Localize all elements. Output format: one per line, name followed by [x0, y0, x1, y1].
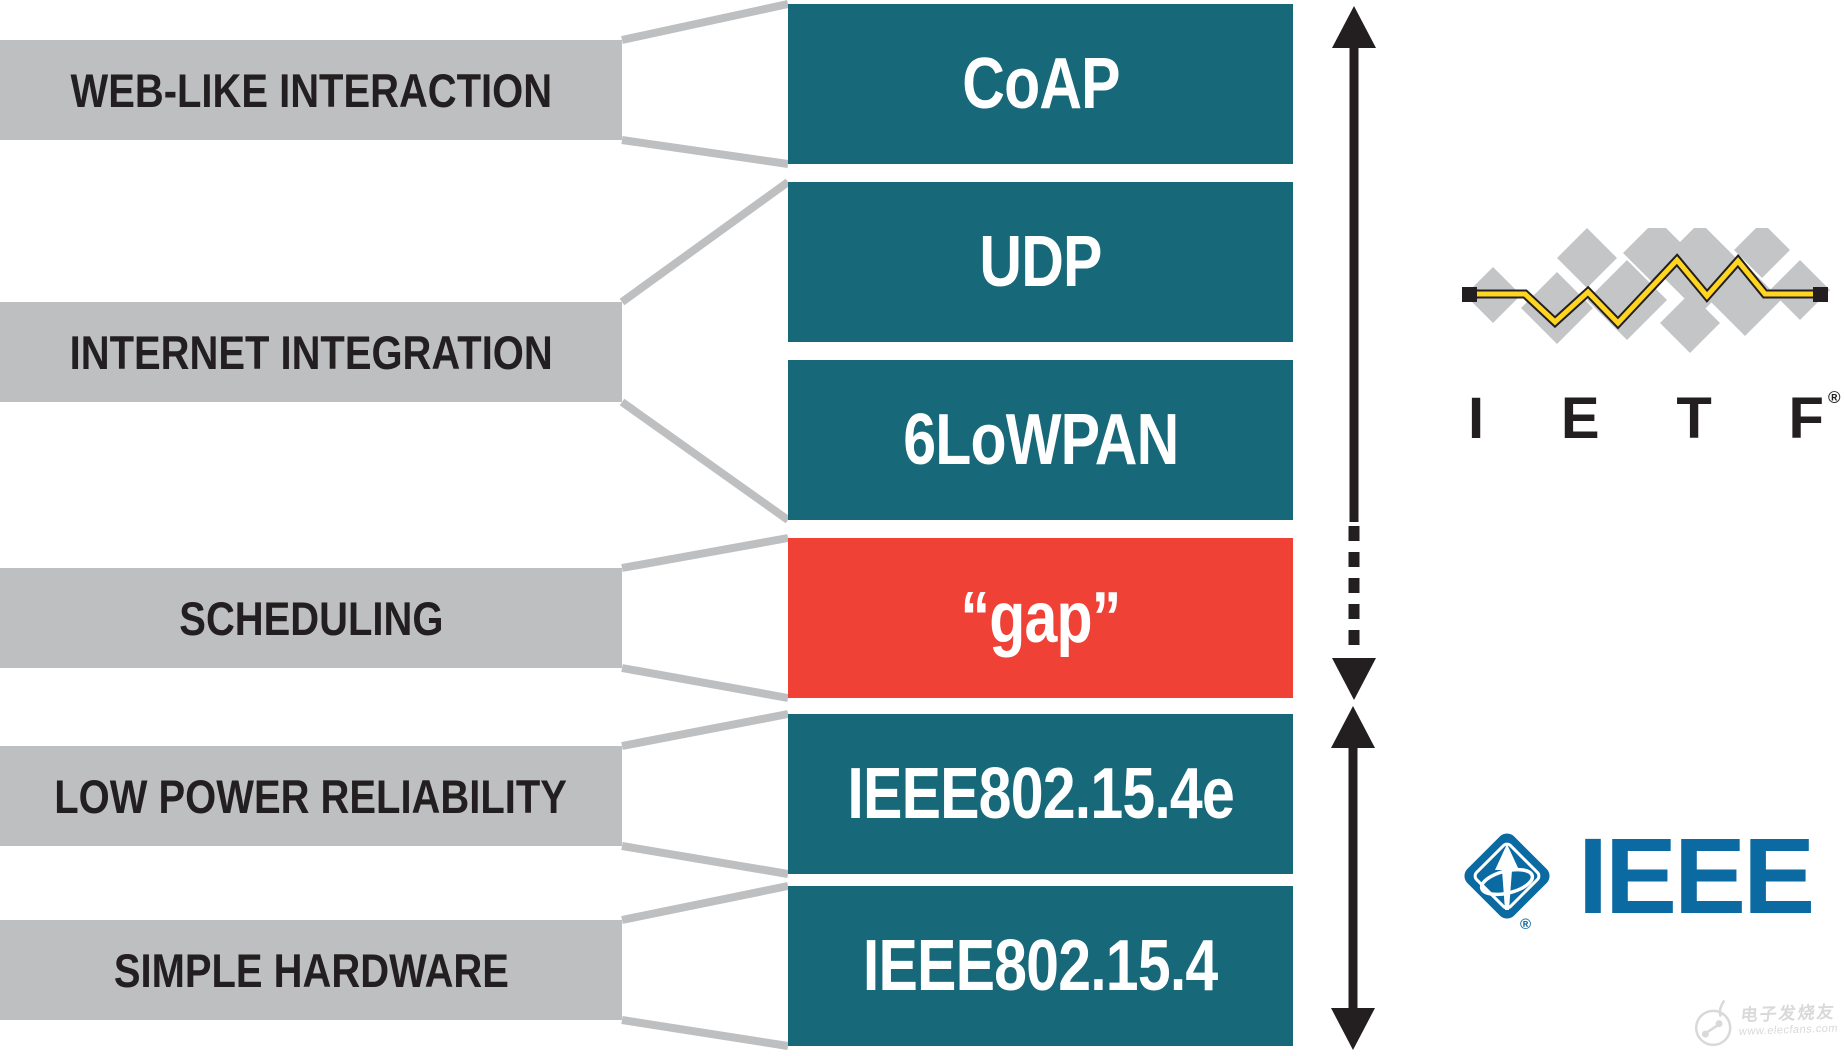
ieee-arrow-head — [1495, 844, 1519, 870]
ieee-scope-arrow — [1331, 706, 1375, 1050]
arrow-down-head-icon — [1332, 658, 1376, 700]
stack-layer-6lowpan: 6LoWPAN — [788, 360, 1293, 520]
ietf-zigzag-line — [1475, 256, 1815, 327]
ieee-wordmark: IEEE — [1578, 815, 1815, 936]
ieee-registered-mark: ® — [1520, 916, 1532, 933]
ietf-right-terminal — [1813, 287, 1828, 302]
connector-row3-upper — [621, 534, 789, 572]
connector-row2-upper — [619, 178, 791, 306]
requirement-label-simple-hardware: SIMPLE HARDWARE — [0, 920, 622, 1020]
ieee-arrow-shaft — [1502, 870, 1512, 910]
stack-layer-ieee802-15-4: IEEE802.15.4 — [788, 886, 1293, 1046]
ietf-scope-arrow — [1332, 6, 1376, 700]
stack-layer-gap: “gap” — [788, 538, 1293, 698]
watermark-logo-icon — [1694, 999, 1732, 1047]
watermark: 电子发烧友 www.elecfans.com — [1691, 990, 1840, 1051]
requirement-label-low-power-reliability: LOW POWER RELIABILITY — [0, 746, 622, 846]
ietf-left-terminal — [1462, 287, 1477, 302]
watermark-site-url: www.elecfans.com — [1738, 1022, 1839, 1039]
arrow-up-head-icon — [1331, 706, 1375, 748]
ietf-wordmark: I E T F — [1468, 386, 1824, 451]
requirement-label-internet-integration: INTERNET INTEGRATION — [0, 302, 622, 402]
stack-layer-ieee802-15-4e: IEEE802.15.4e — [788, 714, 1293, 874]
arrow-up-head-icon — [1332, 6, 1376, 48]
requirement-label-scheduling: SCHEDULING — [0, 568, 622, 668]
ietf-logo-icon — [1462, 228, 1830, 353]
stack-layer-coap: CoAP — [788, 4, 1293, 164]
stack-layer-udp: UDP — [788, 182, 1293, 342]
connector-row5-lower — [621, 1016, 789, 1050]
connector-row2-lower — [619, 398, 791, 524]
connector-row4-lower — [621, 842, 789, 878]
ieee-emblem-icon — [1464, 833, 1550, 919]
requirement-label-web-like-interaction: WEB-LIKE INTERACTION — [0, 40, 622, 140]
connector-row3-lower — [621, 664, 789, 702]
connector-row1-upper — [621, 0, 789, 44]
label-connectors — [619, 0, 791, 1050]
ietf-registered-mark: ® — [1828, 388, 1841, 407]
connector-row1-lower — [621, 136, 789, 168]
connector-row4-upper — [621, 710, 789, 750]
arrow-down-head-icon — [1331, 1008, 1375, 1050]
ietf-diamonds — [1465, 228, 1830, 353]
connector-row5-upper — [621, 882, 789, 924]
